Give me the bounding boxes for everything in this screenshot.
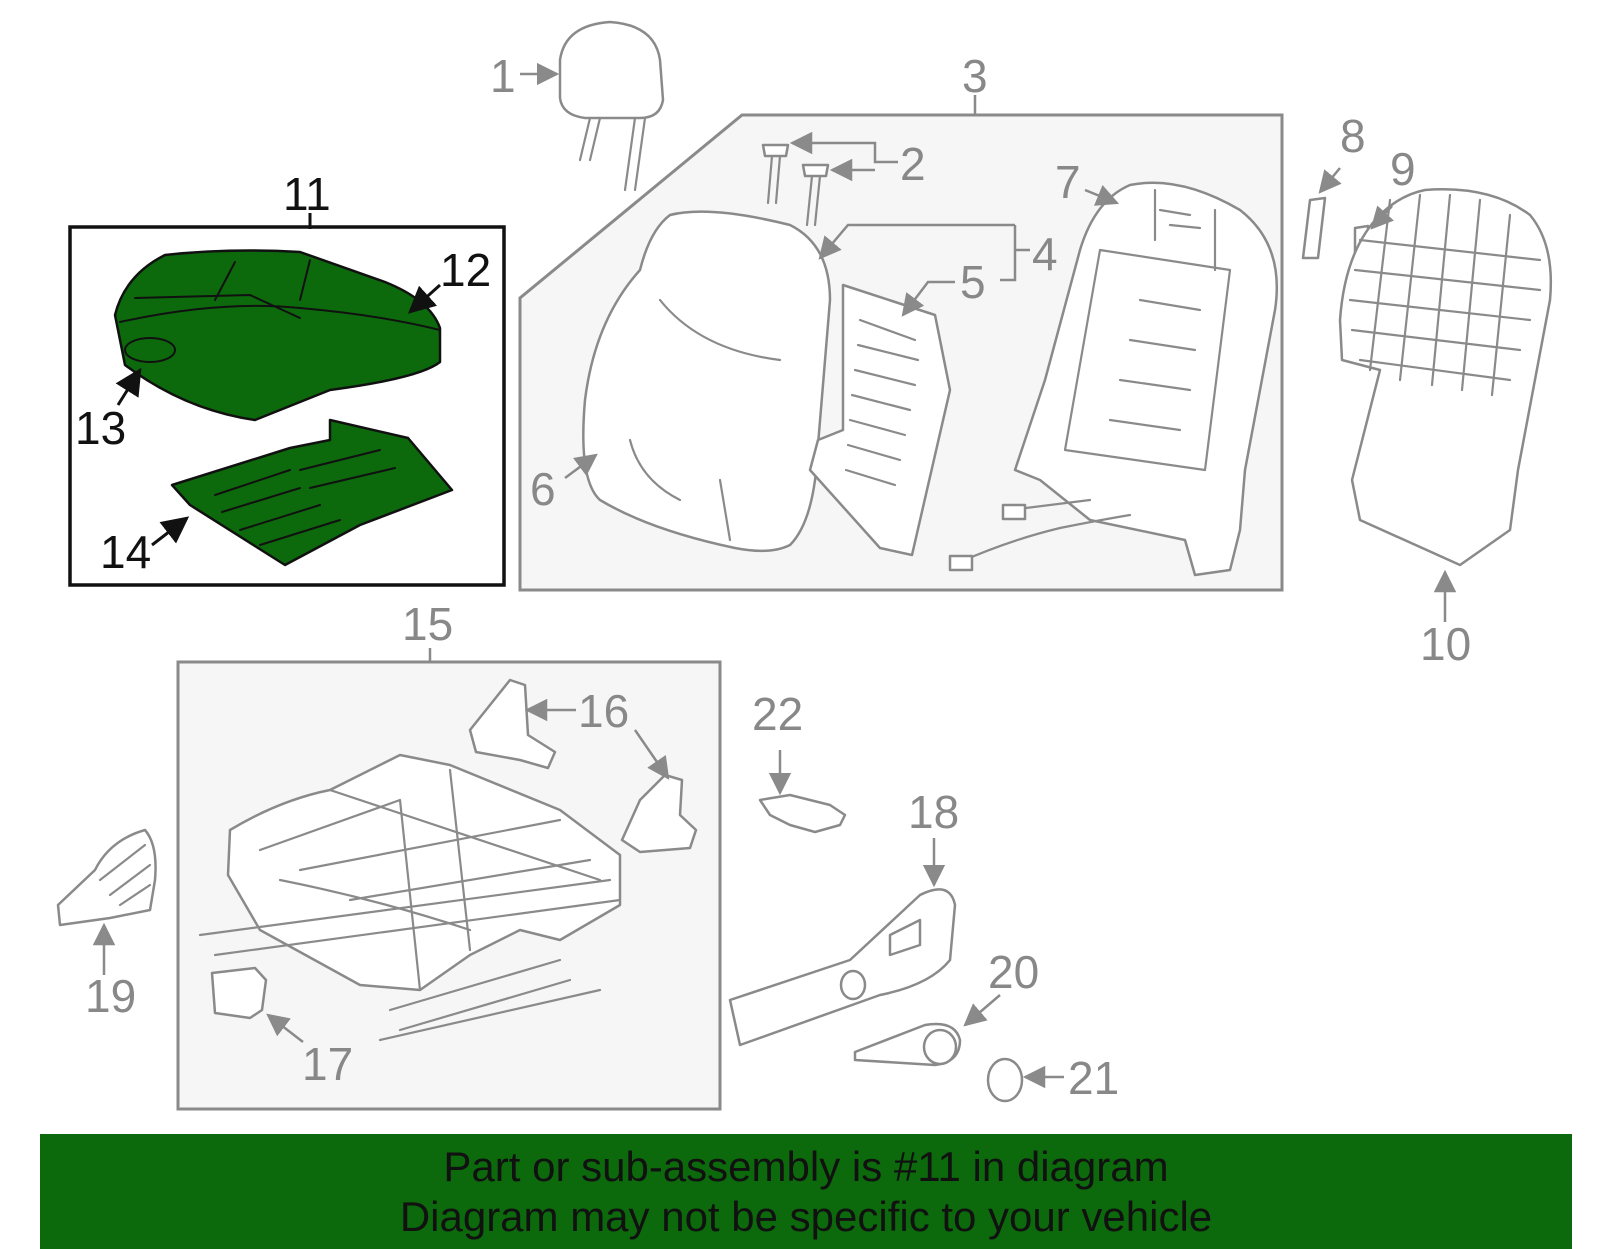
callout-5[interactable]: 5	[960, 256, 986, 308]
seatback-frame-part[interactable]	[948, 181, 1279, 577]
callout-9[interactable]: 9	[1390, 143, 1416, 195]
callout-15[interactable]: 15	[402, 598, 453, 650]
callout-10[interactable]: 10	[1420, 618, 1471, 670]
headrest-part[interactable]	[558, 20, 665, 192]
bracket-part[interactable]	[468, 678, 698, 854]
callout-6[interactable]: 6	[530, 463, 556, 515]
callout-21[interactable]: 21	[1068, 1052, 1119, 1104]
callout-4[interactable]: 4	[1032, 228, 1058, 280]
seatback-mat-part[interactable]	[808, 283, 952, 557]
trim-cover-part[interactable]	[1301, 196, 1327, 260]
callout-17[interactable]: 17	[302, 1038, 353, 1090]
banner-line-disclaimer: Diagram may not be specific to your vehi…	[399, 1192, 1213, 1240]
callout-2[interactable]: 2	[900, 138, 926, 190]
callout-16[interactable]: 16	[578, 685, 629, 737]
seatback-cover-part[interactable]	[582, 210, 832, 553]
info-banner: Part or sub-assembly is #11 in diagram D…	[40, 1134, 1572, 1249]
callout-20[interactable]: 20	[988, 946, 1039, 998]
callout-22[interactable]: 22	[752, 688, 803, 740]
seatback-back-panel-part[interactable]	[1338, 188, 1553, 567]
callout-14[interactable]: 14	[100, 526, 151, 578]
callout-12[interactable]: 12	[440, 244, 491, 296]
seat-cushion-highlighted-part[interactable]	[113, 249, 442, 422]
callout-18[interactable]: 18	[908, 786, 959, 838]
banner-line-part-number: Part or sub-assembly is #11 in diagram	[443, 1142, 1169, 1190]
small-bracket-part[interactable]	[758, 793, 847, 834]
callout-7[interactable]: 7	[1055, 156, 1081, 208]
callout-1[interactable]: 1	[490, 50, 516, 102]
callout-11-highlighted[interactable]: 11	[283, 168, 331, 220]
o-ring-part[interactable]	[986, 1057, 1024, 1103]
callout-19[interactable]: 19	[85, 970, 136, 1022]
callout-13[interactable]: 13	[75, 402, 126, 454]
recline-lever-part[interactable]	[853, 1022, 962, 1067]
callout-8[interactable]: 8	[1340, 110, 1366, 162]
side-shield-part[interactable]	[728, 888, 957, 1047]
seat-track-frame-part[interactable]	[198, 753, 622, 1042]
cushion-mat-highlighted-part[interactable]	[170, 418, 454, 567]
seat-module-part[interactable]	[210, 966, 268, 1020]
headrest-guide-part[interactable]	[761, 143, 830, 227]
callout-3[interactable]: 3	[962, 50, 988, 102]
track-end-cover-part[interactable]	[56, 828, 157, 927]
